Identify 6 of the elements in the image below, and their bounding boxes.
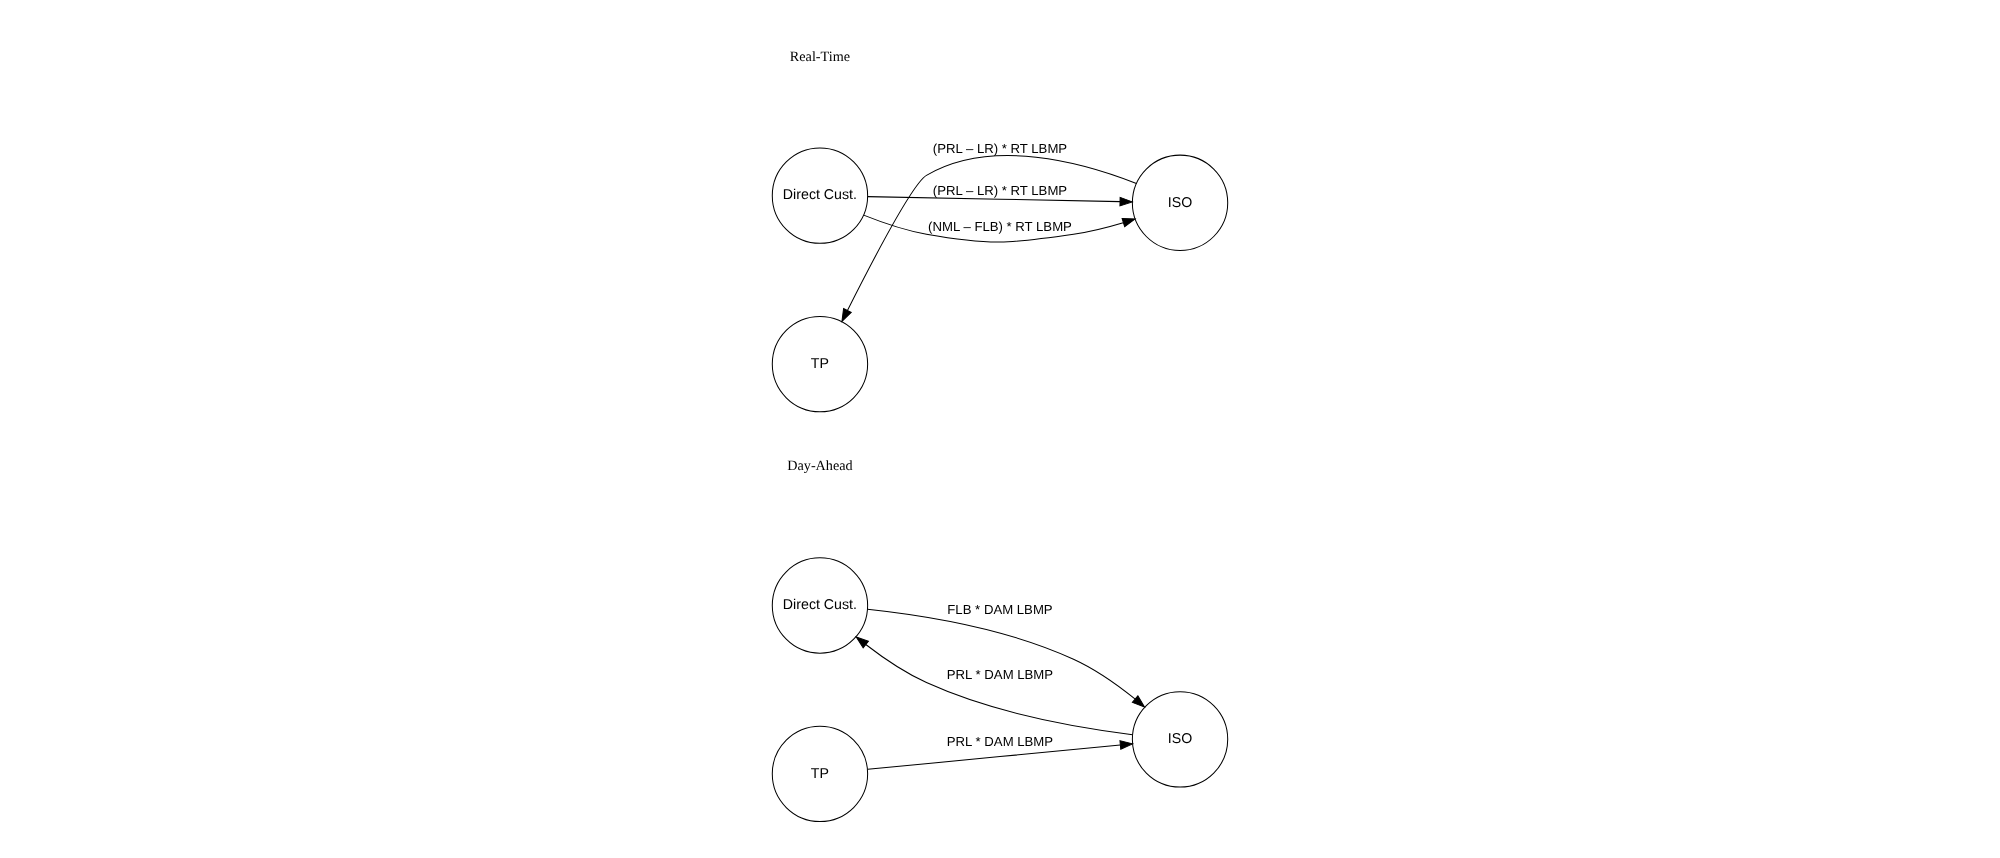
- arrow: [867, 739, 1134, 769]
- arrow: [867, 607, 1146, 707]
- arrow: [841, 154, 1137, 322]
- arrow: [855, 635, 1134, 735]
- arrow: [863, 213, 1137, 242]
- arrow: [867, 195, 1134, 206]
